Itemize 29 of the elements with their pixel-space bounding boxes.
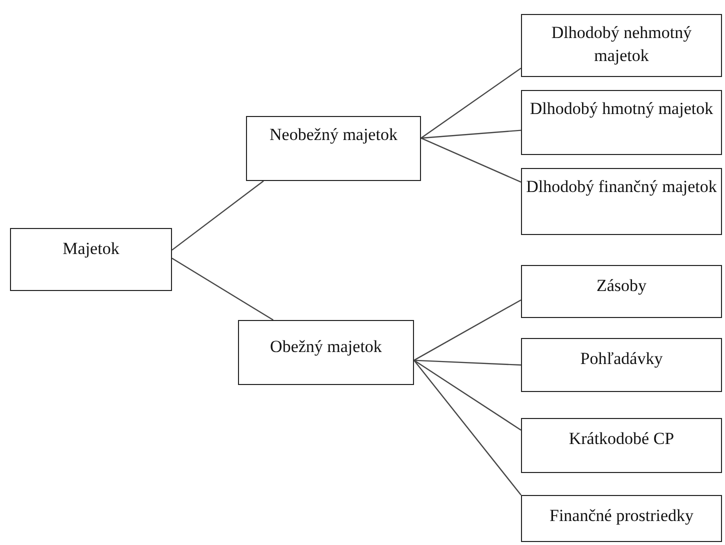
box-label: Zásoby bbox=[596, 275, 647, 297]
box-label: Dlhodobý hmotný majetok bbox=[530, 98, 714, 120]
connector-line bbox=[172, 180, 264, 251]
connector-line bbox=[420, 138, 522, 183]
box-label: Majetok bbox=[62, 238, 120, 260]
connector-line bbox=[420, 68, 522, 139]
box-label: Dlhodobý finančný majetok bbox=[526, 176, 717, 198]
category-box bbox=[10, 228, 172, 291]
connector-line bbox=[414, 360, 522, 431]
category-box bbox=[521, 338, 722, 392]
box-label: Pohľadávky bbox=[580, 348, 663, 370]
connector-line bbox=[414, 360, 522, 366]
category-box bbox=[521, 265, 722, 318]
box-label: Obežný majetok bbox=[270, 336, 382, 358]
category-box bbox=[521, 14, 722, 77]
connector-line bbox=[414, 299, 522, 361]
category-box bbox=[521, 495, 722, 542]
category-box bbox=[238, 320, 414, 385]
category-box bbox=[521, 90, 722, 155]
box-label: Dlhodobý nehmotný majetok bbox=[550, 22, 693, 67]
connector-line bbox=[420, 130, 522, 139]
category-box bbox=[521, 418, 722, 473]
connector-line bbox=[414, 360, 522, 496]
category-box bbox=[246, 116, 421, 181]
category-box bbox=[521, 168, 722, 235]
box-label: Finančné prostriedky bbox=[550, 505, 694, 527]
box-label: Krátkodobé CP bbox=[568, 428, 674, 450]
connector-line bbox=[172, 258, 274, 321]
box-label: Neobežný majetok bbox=[270, 124, 398, 146]
